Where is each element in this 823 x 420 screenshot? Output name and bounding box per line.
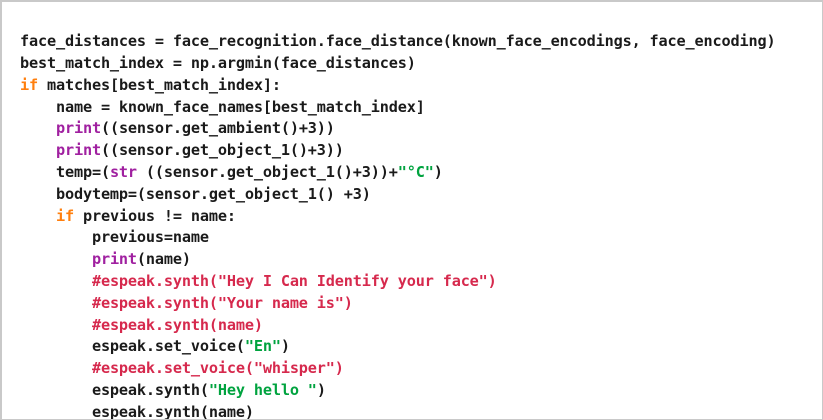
code-token-plain: [20, 272, 92, 290]
code-token-plain: [20, 359, 92, 377]
code-token-plain: [20, 141, 56, 159]
code-line: temp=(str ((sensor.get_object_1()+3))+"°…: [20, 162, 822, 184]
code-token-plain: previous=name: [20, 228, 209, 247]
code-token-plain: [20, 294, 92, 312]
code-line: #espeak.synth("Hey I Can Identify your f…: [20, 271, 822, 293]
code-line: print((sensor.get_object_1()+3)): [20, 140, 822, 162]
code-line: if matches[best_match_index]:: [20, 75, 822, 97]
code-token-plain: temp=(: [20, 162, 110, 181]
code-line: print((sensor.get_ambient()+3)): [20, 118, 822, 140]
code-token-plain: espeak.synth(name): [20, 402, 254, 420]
code-line: name = known_face_names[best_match_index…: [20, 97, 822, 119]
code-block[interactable]: face_distances = face_recognition.face_d…: [20, 31, 822, 420]
code-line: if previous != name:: [20, 206, 822, 228]
code-token-plain: face_distances = face_recognition.face_d…: [20, 32, 776, 51]
code-line: bodytemp=(sensor.get_object_1() +3): [20, 184, 822, 206]
code-line: #espeak.synth("Your name is"): [20, 293, 822, 315]
code-token-plain: previous != name:: [73, 206, 236, 225]
code-token-plain: matches[best_match_index]:: [38, 75, 281, 94]
code-token-comment: #espeak.set_voice("whisper"): [91, 359, 344, 378]
code-line: espeak.synth(name): [20, 402, 822, 420]
code-line: print(name): [20, 249, 822, 271]
code-token-plain: ((sensor.get_ambient()+3)): [100, 119, 335, 138]
code-line: face_distances = face_recognition.face_d…: [20, 31, 822, 53]
code-token-builtin: print: [55, 141, 101, 160]
code-token-plain: [20, 316, 92, 334]
code-line: espeak.set_voice("En"): [20, 336, 822, 358]
code-token-keyword: if: [55, 206, 74, 225]
code-token-plain: espeak.set_voice(: [20, 337, 245, 356]
code-token-comment: #espeak.synth("Hey I Can Identify your f…: [91, 271, 497, 290]
code-token-plain: espeak.synth(: [20, 380, 209, 399]
code-token-builtin: print: [55, 119, 101, 138]
code-token-plain: (name): [136, 250, 191, 269]
code-token-plain: ): [280, 337, 290, 356]
code-line: previous=name: [20, 227, 822, 249]
code-line: #espeak.synth(name): [20, 315, 822, 337]
code-token-string: "Hey hello ": [208, 380, 317, 399]
code-token-builtin: str: [109, 162, 137, 181]
code-line: #espeak.set_voice("whisper"): [20, 358, 822, 380]
code-token-plain: ): [316, 380, 326, 399]
code-token-plain: [20, 250, 92, 268]
code-token-plain: name = known_face_names[best_match_index…: [20, 97, 425, 116]
code-token-plain: [20, 119, 56, 137]
code-token-plain: best_match_index = np.argmin(face_distan…: [20, 53, 416, 72]
code-line: espeak.synth("Hey hello "): [20, 380, 822, 402]
code-token-keyword: if: [20, 75, 38, 94]
code-token-plain: [20, 207, 56, 225]
code-token-plain: ((sensor.get_object_1()+3)): [100, 141, 344, 160]
code-token-comment: #espeak.synth(name): [91, 315, 263, 334]
code-token-comment: #espeak.synth("Your name is"): [91, 293, 353, 312]
code-token-plain: ): [433, 162, 443, 181]
code-token-string: "En": [244, 337, 281, 356]
code-line: best_match_index = np.argmin(face_distan…: [20, 53, 822, 75]
code-token-string: "°C": [397, 162, 434, 181]
code-token-plain: bodytemp=(sensor.get_object_1() +3): [20, 184, 371, 203]
code-token-plain: ((sensor.get_object_1()+3))+: [136, 162, 398, 181]
code-token-builtin: print: [91, 250, 137, 269]
